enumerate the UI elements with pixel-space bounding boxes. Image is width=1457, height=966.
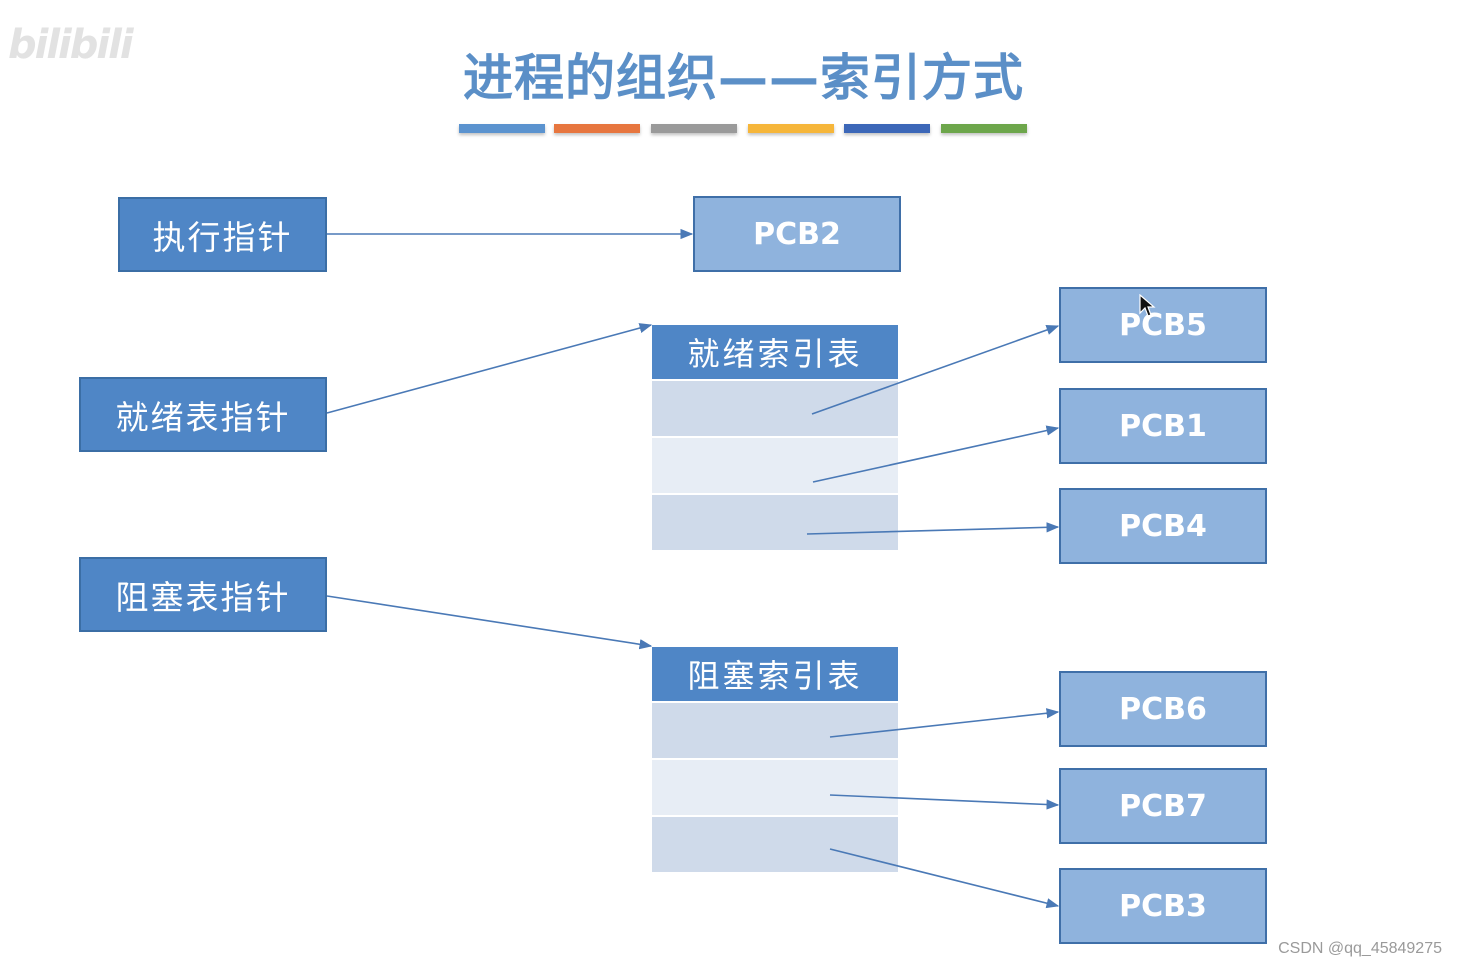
ready-index-row-2 [652,436,898,493]
arrow-blocked-row2-to-pcb7 [829,794,1060,810]
blocked-index-table-header: 阻塞索引表 [652,647,898,701]
blocked-index-table: 阻塞索引表 [652,647,898,872]
exec-pointer-box: 执行指针 [118,197,327,272]
pcb1-box: PCB1 [1059,388,1267,464]
color-bar-6 [941,124,1027,133]
arrow-ready-row1-to-pcb5 [811,325,1060,415]
arrow-ready-pointer-to-table [326,323,653,414]
pcb4-box: PCB4 [1059,488,1267,564]
ready-index-table-header: 就绪索引表 [652,325,898,379]
blocked-index-row-2 [652,758,898,815]
ready-index-row-1 [652,379,898,436]
ready-index-row-3 [652,493,898,550]
pcb7-box: PCB7 [1059,768,1267,844]
color-bar-3 [651,124,737,133]
arrow-blocked-row1-to-pcb6 [829,708,1060,738]
blocked-index-row-1 [652,701,898,758]
color-bar-4 [748,124,834,133]
bilibili-logo: bilibili [8,22,134,68]
color-bar-2 [554,124,640,133]
csdn-watermark: CSDN @qq_45849275 [1278,940,1442,957]
arrow-blocked-pointer-to-table [326,595,653,650]
blocked-table-pointer-box: 阻塞表指针 [79,557,327,632]
color-bar-5 [844,124,930,133]
ready-index-table: 就绪索引表 [652,325,898,550]
mouse-cursor-icon [1139,294,1156,317]
arrow-ready-row2-to-pcb1 [812,425,1060,483]
pcb2-box: PCB2 [693,196,901,272]
slide-title: 进程的组织——索引方式 [463,49,1024,107]
ready-table-pointer-box: 就绪表指针 [79,377,327,452]
color-bar-1 [459,124,545,133]
pcb6-box: PCB6 [1059,671,1267,747]
pcb3-box: PCB3 [1059,868,1267,944]
pcb5-box: PCB5 [1059,287,1267,363]
arrow-ready-row3-to-pcb4 [806,522,1060,535]
arrow-blocked-row3-to-pcb3 [829,848,1060,909]
blocked-index-row-3 [652,815,898,872]
